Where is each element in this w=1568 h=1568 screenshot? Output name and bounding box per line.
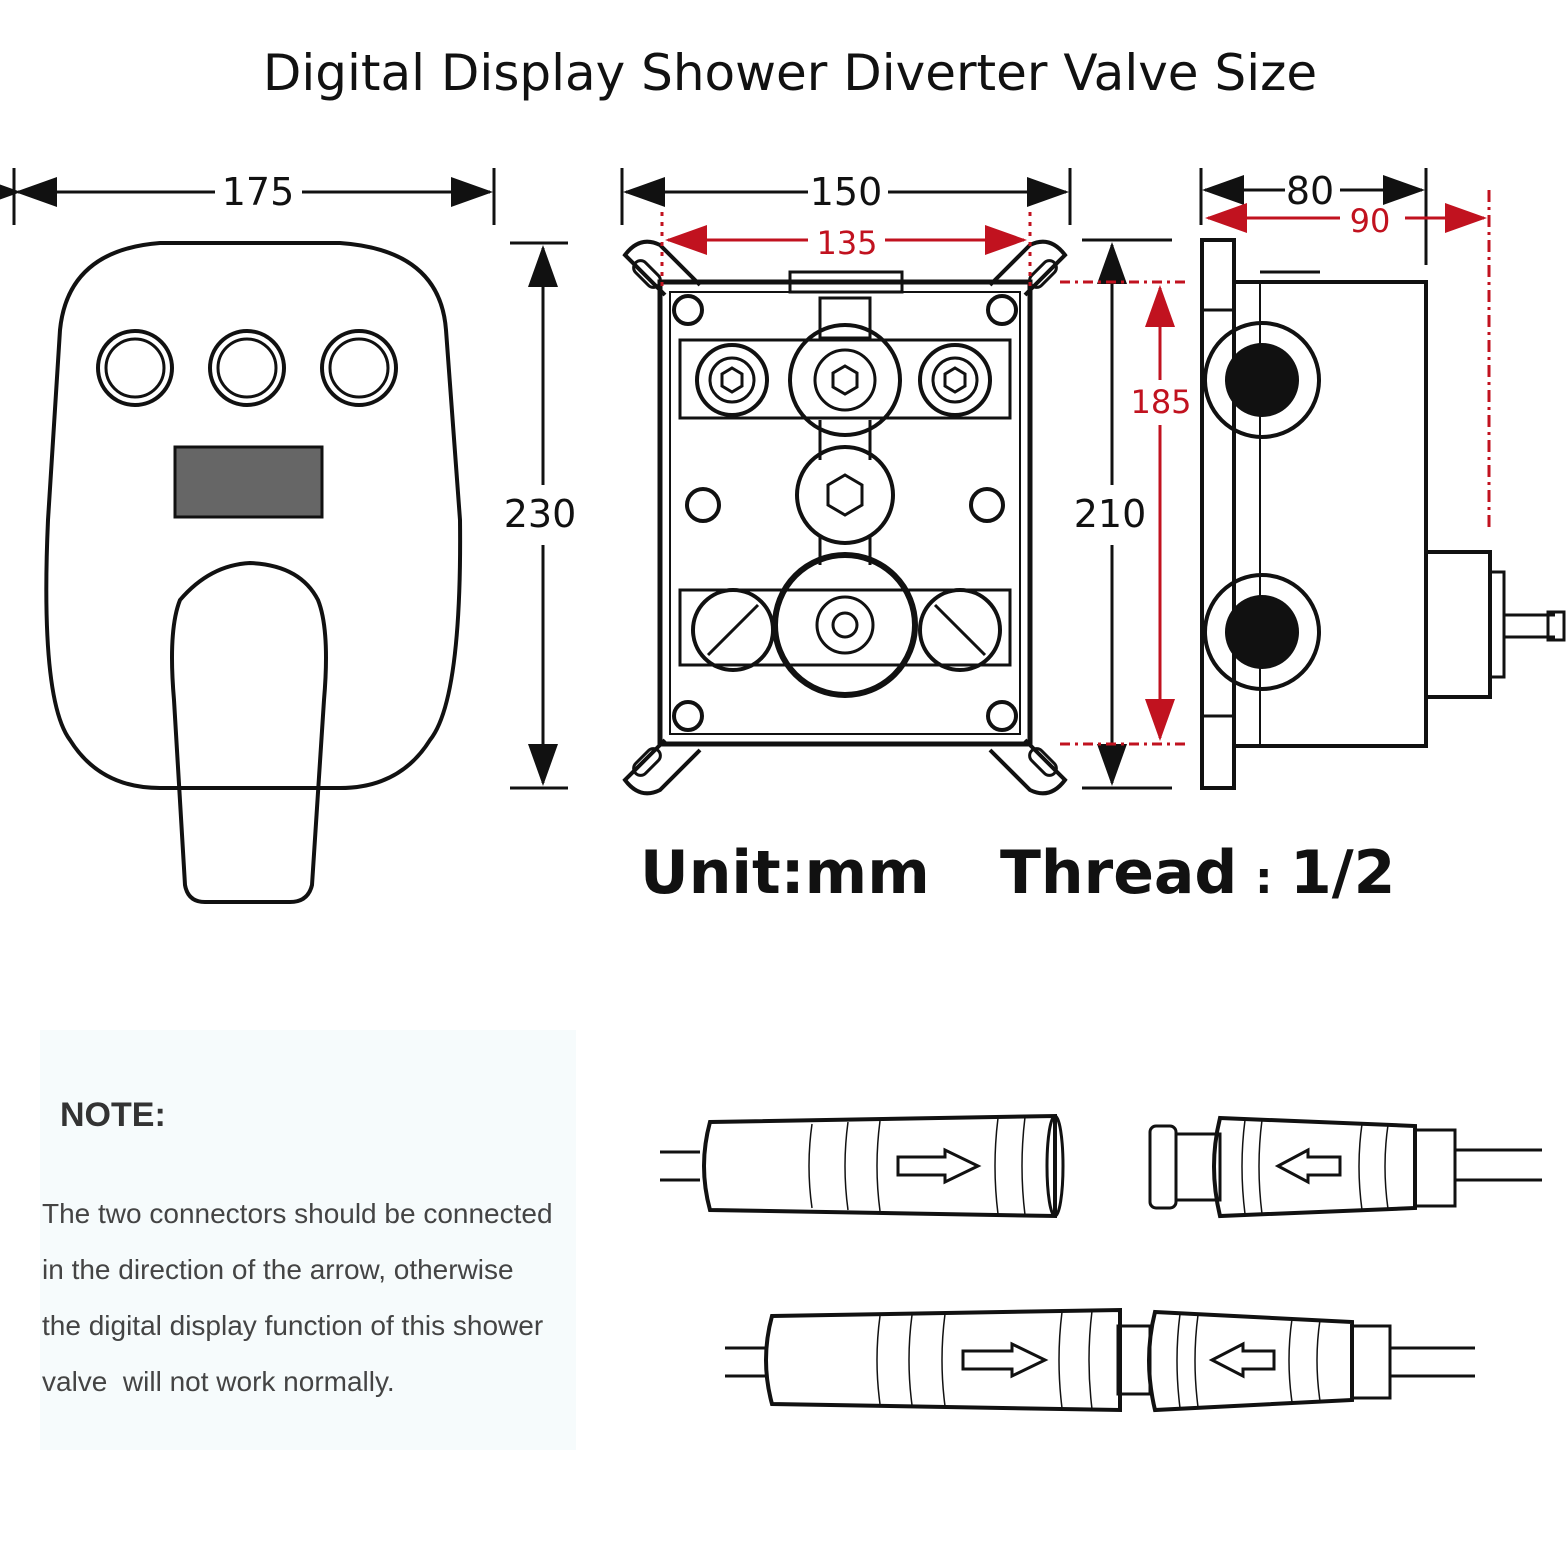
box-inner-width-label: 135 bbox=[816, 224, 877, 262]
page-title: Digital Display Shower Diverter Valve Si… bbox=[263, 44, 1317, 102]
note-panel: NOTE: The two connectors should be conne… bbox=[40, 1030, 576, 1450]
digital-display-panel bbox=[173, 445, 324, 519]
connector-diagram bbox=[660, 1113, 1542, 1413]
plate-height-label: 230 bbox=[504, 492, 577, 536]
depth-dimension-lines bbox=[1205, 190, 1491, 530]
note-line: in the direction of the arrow, otherwise bbox=[42, 1254, 514, 1285]
thread-value: 1/2 bbox=[1290, 838, 1395, 908]
thread-label: Thread bbox=[1000, 838, 1237, 908]
side-port-bottom bbox=[1225, 595, 1299, 669]
plate-width-label: 175 bbox=[222, 170, 295, 214]
side-port-top bbox=[1225, 343, 1299, 417]
cover-plate-drawing bbox=[0, 168, 568, 904]
note-title: NOTE: bbox=[60, 1096, 166, 1134]
note-line: the digital display function of this sho… bbox=[42, 1310, 544, 1341]
box-inner-height-label: 185 bbox=[1130, 383, 1191, 421]
note-line: The two connectors should be connected bbox=[42, 1198, 553, 1229]
side-view-drawing bbox=[1199, 168, 1566, 790]
valve-box-drawing bbox=[620, 168, 1172, 796]
unit-label: Unit:mm bbox=[640, 838, 930, 908]
box-width-label: 150 bbox=[810, 170, 883, 214]
inner-dimension-lines bbox=[660, 212, 1190, 746]
thread-separator: : bbox=[1255, 853, 1273, 904]
note-line: valve will not work normally. bbox=[42, 1366, 395, 1397]
box-height-label: 210 bbox=[1074, 492, 1147, 536]
depth-label: 80 bbox=[1286, 169, 1334, 213]
depth-total-label: 90 bbox=[1350, 202, 1391, 240]
